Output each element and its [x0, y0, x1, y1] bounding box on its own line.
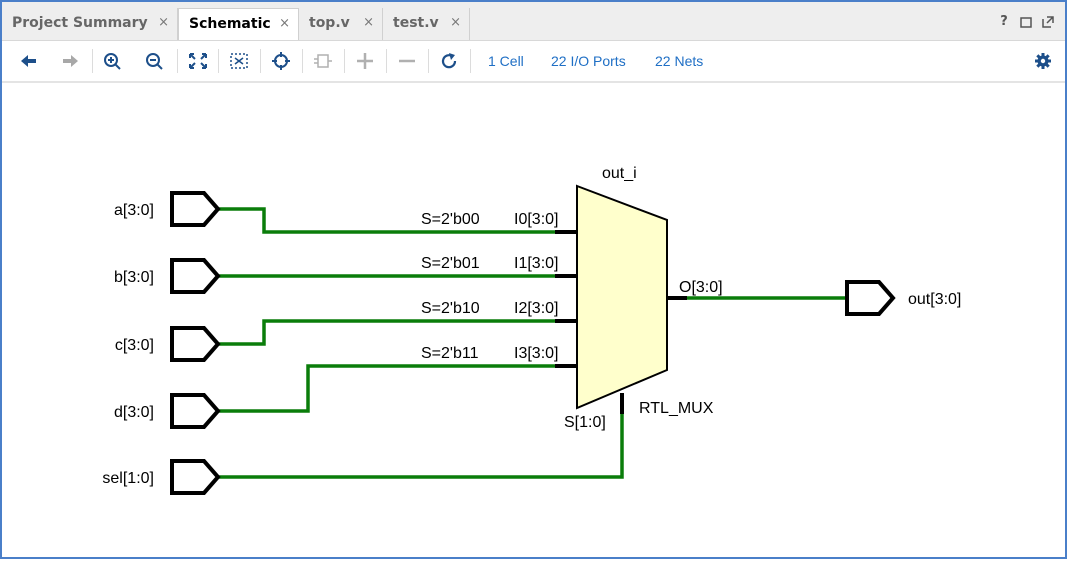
toolbar-separator — [344, 49, 345, 73]
zoom-in-icon[interactable] — [102, 51, 124, 71]
pin-label: I0[3:0] — [514, 211, 558, 228]
port-label: c[3:0] — [115, 337, 154, 354]
port-d[interactable] — [170, 393, 221, 429]
tab-label: top.v — [309, 15, 350, 31]
tab-label: Schematic — [189, 16, 271, 32]
close-icon[interactable]: × — [363, 15, 374, 30]
net-a[interactable] — [218, 207, 555, 234]
tab-label: test.v — [393, 15, 439, 31]
pin-label: I1[3:0] — [514, 255, 558, 272]
zoom-fit-icon[interactable] — [187, 51, 209, 71]
tab-project-summary[interactable]: Project Summary × — [2, 8, 178, 40]
refresh-icon[interactable] — [438, 51, 460, 71]
schematic-canvas[interactable]: a[3:0] b[3:0] c[3:0] d[3:0] sel[1:0] out… — [2, 83, 1065, 557]
close-icon[interactable]: × — [450, 15, 461, 30]
back-icon[interactable] — [18, 51, 40, 71]
pin-label: O[3:0] — [679, 279, 723, 296]
pin-label: I2[3:0] — [514, 300, 558, 317]
mux-body[interactable] — [576, 184, 668, 410]
close-icon[interactable]: × — [279, 16, 290, 31]
nets — [218, 207, 847, 479]
select-value-label: S=2'b11 — [421, 345, 479, 362]
nets-link[interactable]: 22 Nets — [655, 53, 704, 69]
select-value-label: S=2'b00 — [421, 211, 480, 228]
net-c[interactable] — [218, 319, 555, 346]
help-icon[interactable]: ? — [1000, 14, 1008, 29]
input-ports — [170, 191, 221, 495]
toolbar-separator — [302, 49, 303, 73]
settings-icon[interactable] — [1032, 51, 1054, 71]
collapse-icon[interactable] — [396, 51, 418, 71]
tab-bar: Project Summary × Schematic × top.v × te… — [2, 2, 1065, 41]
toolbar-separator — [470, 49, 471, 73]
port-label: sel[1:0] — [102, 470, 154, 487]
port-a[interactable] — [170, 191, 221, 227]
port-label: b[3:0] — [114, 269, 154, 286]
float-icon[interactable] — [1040, 14, 1056, 30]
tab-label: Project Summary — [12, 15, 148, 31]
select-value-label: S=2'b01 — [421, 255, 480, 272]
cell-icon[interactable] — [312, 51, 334, 71]
toolbar-separator — [92, 49, 93, 73]
port-c[interactable] — [170, 326, 221, 362]
tab-test-v[interactable]: test.v × — [383, 8, 470, 40]
port-label: a[3:0] — [114, 202, 154, 219]
mux-type-label: RTL_MUX — [639, 400, 714, 417]
toolbar-separator — [218, 49, 219, 73]
pin-label: S[1:0] — [564, 414, 606, 431]
restore-icon[interactable] — [1018, 14, 1034, 30]
mux-pins — [555, 230, 687, 414]
toolbar: 1 Cell 22 I/O Ports 22 Nets — [2, 41, 1065, 83]
toolbar-separator — [177, 49, 178, 73]
select-value-label: S=2'b10 — [421, 300, 480, 317]
port-label: d[3:0] — [114, 404, 154, 421]
net-sel[interactable] — [218, 413, 624, 479]
toolbar-separator — [386, 49, 387, 73]
port-out[interactable] — [845, 280, 896, 316]
close-icon[interactable]: × — [158, 15, 169, 30]
zoom-out-icon[interactable] — [144, 51, 166, 71]
port-label: out[3:0] — [908, 291, 961, 308]
toolbar-separator — [260, 49, 261, 73]
net-d[interactable] — [218, 364, 555, 413]
mux-instance-name: out_i — [602, 165, 637, 182]
pin-label: I3[3:0] — [514, 345, 558, 362]
tab-top-v[interactable]: top.v × — [299, 8, 383, 40]
zoom-area-icon[interactable] — [228, 51, 250, 71]
tab-schematic[interactable]: Schematic × — [178, 8, 299, 40]
port-b[interactable] — [170, 258, 221, 294]
toolbar-separator — [428, 49, 429, 73]
select-target-icon[interactable] — [270, 51, 292, 71]
forward-icon[interactable] — [59, 51, 81, 71]
port-sel[interactable] — [170, 459, 221, 495]
cells-link[interactable]: 1 Cell — [488, 53, 524, 69]
io-ports-link[interactable]: 22 I/O Ports — [551, 53, 626, 69]
expand-icon[interactable] — [354, 51, 376, 71]
